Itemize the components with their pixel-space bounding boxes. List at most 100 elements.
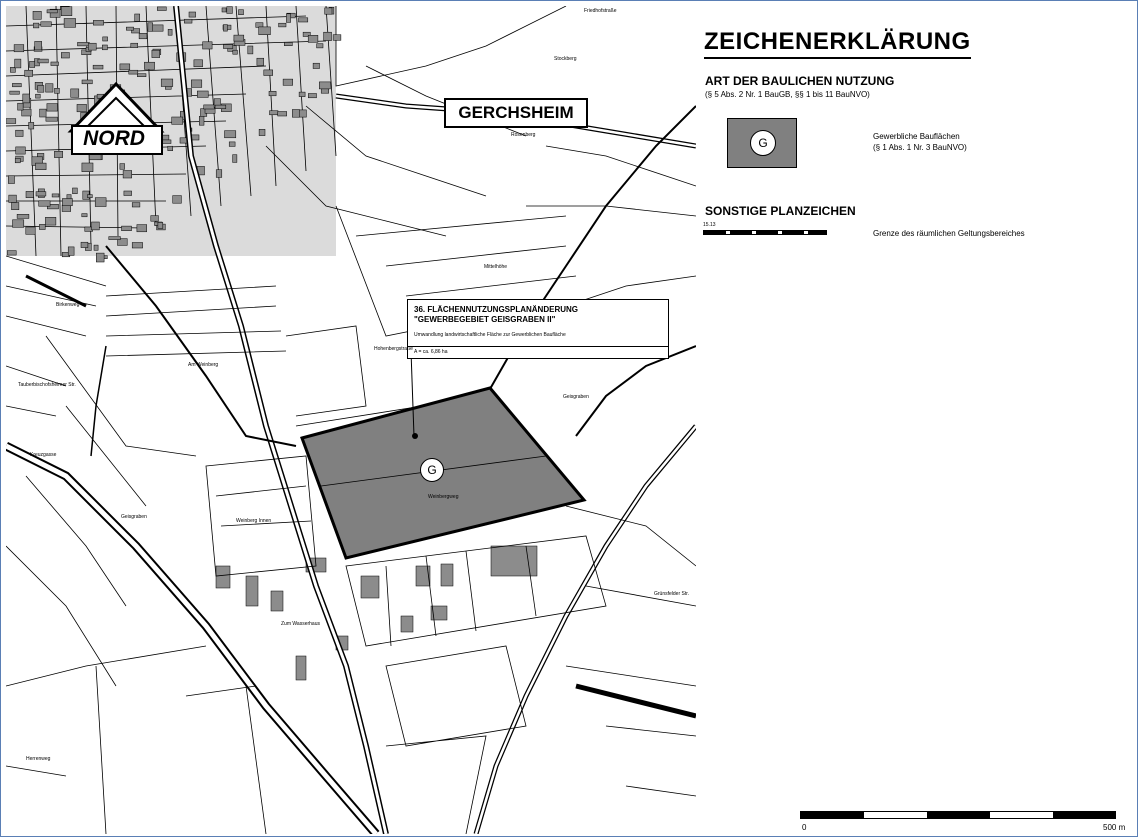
street-label: Kreuzgasse bbox=[30, 452, 57, 458]
building bbox=[316, 43, 324, 49]
building bbox=[161, 139, 172, 144]
building bbox=[102, 36, 108, 42]
callout-divider bbox=[408, 346, 668, 347]
building bbox=[151, 24, 164, 32]
building bbox=[123, 190, 132, 196]
building bbox=[93, 20, 104, 26]
building bbox=[188, 11, 196, 18]
street-label: Friedhofstraße bbox=[584, 8, 617, 14]
building bbox=[147, 22, 153, 32]
building bbox=[81, 79, 93, 85]
building bbox=[193, 59, 203, 68]
building bbox=[215, 169, 223, 178]
building bbox=[197, 90, 209, 98]
building bbox=[157, 222, 164, 229]
building bbox=[130, 42, 138, 48]
building bbox=[8, 194, 17, 203]
building bbox=[160, 78, 174, 87]
building bbox=[223, 24, 228, 32]
building bbox=[214, 104, 227, 109]
building bbox=[46, 9, 58, 14]
building bbox=[72, 187, 78, 194]
building bbox=[51, 193, 60, 198]
building bbox=[93, 244, 99, 251]
building bbox=[22, 93, 30, 104]
building bbox=[16, 214, 30, 219]
callout-box: 36. FLÄCHENNUTZUNGSPLANÄNDERUNG "GEWERBE… bbox=[407, 299, 669, 359]
building bbox=[77, 42, 90, 47]
building bbox=[11, 202, 20, 210]
building bbox=[21, 108, 32, 117]
building bbox=[171, 116, 184, 125]
building bbox=[8, 175, 15, 184]
building bbox=[226, 6, 233, 14]
building bbox=[33, 22, 40, 29]
building bbox=[203, 104, 215, 110]
building bbox=[88, 153, 102, 161]
scale-max-label: 500 m bbox=[1103, 823, 1126, 832]
legend-section-heading: ART DER BAULICHEN NUTZUNG bbox=[705, 74, 895, 88]
building bbox=[35, 191, 47, 197]
building bbox=[268, 91, 277, 97]
building bbox=[258, 26, 271, 35]
building bbox=[14, 58, 22, 69]
building bbox=[126, 26, 134, 31]
building bbox=[319, 81, 331, 90]
building bbox=[70, 88, 80, 98]
building bbox=[76, 104, 87, 113]
building bbox=[191, 79, 203, 88]
building bbox=[323, 31, 332, 41]
building bbox=[332, 34, 342, 41]
building bbox=[47, 204, 59, 210]
building bbox=[228, 141, 236, 147]
scale-bar bbox=[800, 811, 1116, 819]
building bbox=[247, 45, 254, 55]
legend-section-subheading: (§ 5 Abs. 2 Nr. 1 BauGB, §§ 1 bis 11 Bau… bbox=[705, 90, 870, 99]
building bbox=[282, 78, 293, 86]
north-arrow-icon bbox=[67, 81, 165, 155]
street-label: Weinbergweg bbox=[428, 494, 459, 500]
street-label: Stockberg bbox=[554, 56, 577, 62]
scale-min-label: 0 bbox=[802, 823, 807, 832]
building bbox=[308, 93, 317, 99]
building bbox=[45, 217, 57, 226]
building bbox=[258, 129, 266, 136]
building bbox=[39, 108, 47, 118]
map-panel[interactable]: GERCHSHEIM NORD 36. FLÄCHENNUTZUNGSPLANÄ… bbox=[6, 6, 696, 834]
building bbox=[263, 69, 273, 76]
building bbox=[131, 202, 141, 208]
building bbox=[167, 29, 173, 36]
legend-panel: ZEICHENERKLÄRUNG ART DER BAULICHEN NUTZU… bbox=[700, 6, 1132, 832]
cadastral-map bbox=[6, 6, 696, 834]
building bbox=[28, 122, 35, 130]
building bbox=[46, 103, 58, 112]
building bbox=[15, 129, 24, 137]
town-label: GERCHSHEIM bbox=[444, 98, 588, 128]
building bbox=[60, 6, 73, 16]
boundary-line-symbol bbox=[703, 230, 827, 235]
legend-item-label: Gewerbliche Bauflächen (§ 1 Abs. 1 Nr. 3… bbox=[873, 131, 967, 153]
building bbox=[29, 61, 35, 68]
building bbox=[270, 590, 284, 612]
legend-title: ZEICHENERKLÄRUNG bbox=[704, 28, 971, 59]
building bbox=[286, 13, 291, 23]
building bbox=[12, 219, 25, 228]
building bbox=[137, 73, 147, 77]
building bbox=[150, 215, 159, 222]
building bbox=[122, 170, 132, 179]
street-label: Birkenweg bbox=[56, 302, 80, 308]
building bbox=[94, 197, 107, 207]
building bbox=[223, 44, 234, 49]
building bbox=[96, 252, 105, 263]
building bbox=[415, 565, 431, 587]
building bbox=[25, 191, 34, 198]
building bbox=[13, 44, 25, 53]
street-label: Rosenberg bbox=[511, 132, 536, 138]
north-label: NORD bbox=[83, 127, 145, 150]
building bbox=[24, 69, 33, 77]
building bbox=[119, 63, 131, 71]
street-label: Herrenweg bbox=[26, 756, 51, 762]
building bbox=[312, 62, 320, 69]
building bbox=[128, 69, 139, 75]
building bbox=[88, 42, 97, 51]
